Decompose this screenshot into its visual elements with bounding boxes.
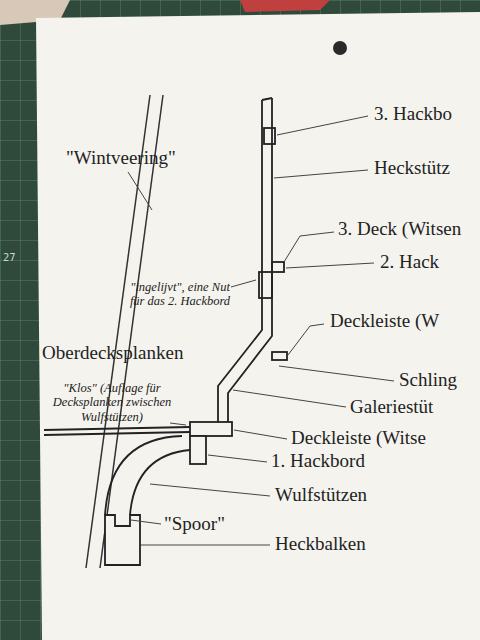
paper-sheet — [36, 12, 480, 640]
part-label: 3. Hackbo — [374, 104, 452, 125]
note-label: "ingelijvt", eine Nut für das 2. Hackbor… — [128, 280, 232, 309]
heckstuetze — [218, 98, 287, 424]
punch-hole — [333, 41, 347, 55]
wulfstuetze — [105, 436, 190, 515]
part-label: Heckbalken — [275, 534, 366, 555]
part-label: 2. Hack — [380, 252, 439, 273]
part-label: Deckleiste (W — [330, 311, 439, 332]
oberdecksplanken — [44, 427, 190, 435]
part-label: 3. Deck (Witsen — [338, 219, 461, 240]
heckbalken — [105, 515, 140, 565]
mat-number: 27 — [3, 252, 16, 263]
part-label: Heckstütz — [374, 158, 450, 179]
part-label: "Spoor" — [164, 514, 225, 535]
part-label: Deckleiste (Witse — [291, 428, 426, 449]
part-label: 1. Hackbord — [271, 451, 365, 472]
part-label: "Wintveering" — [66, 148, 176, 169]
part-label: Galeriestüt — [350, 397, 433, 418]
part-label: Oberdecksplanken — [42, 343, 183, 364]
deck-parts — [190, 422, 232, 464]
note-label: "Klos" (Auflage für Decksplanken zwische… — [52, 381, 172, 424]
red-object — [240, 0, 330, 12]
part-label: Schling — [399, 370, 457, 391]
part-label: Wulfstützen — [275, 485, 367, 506]
